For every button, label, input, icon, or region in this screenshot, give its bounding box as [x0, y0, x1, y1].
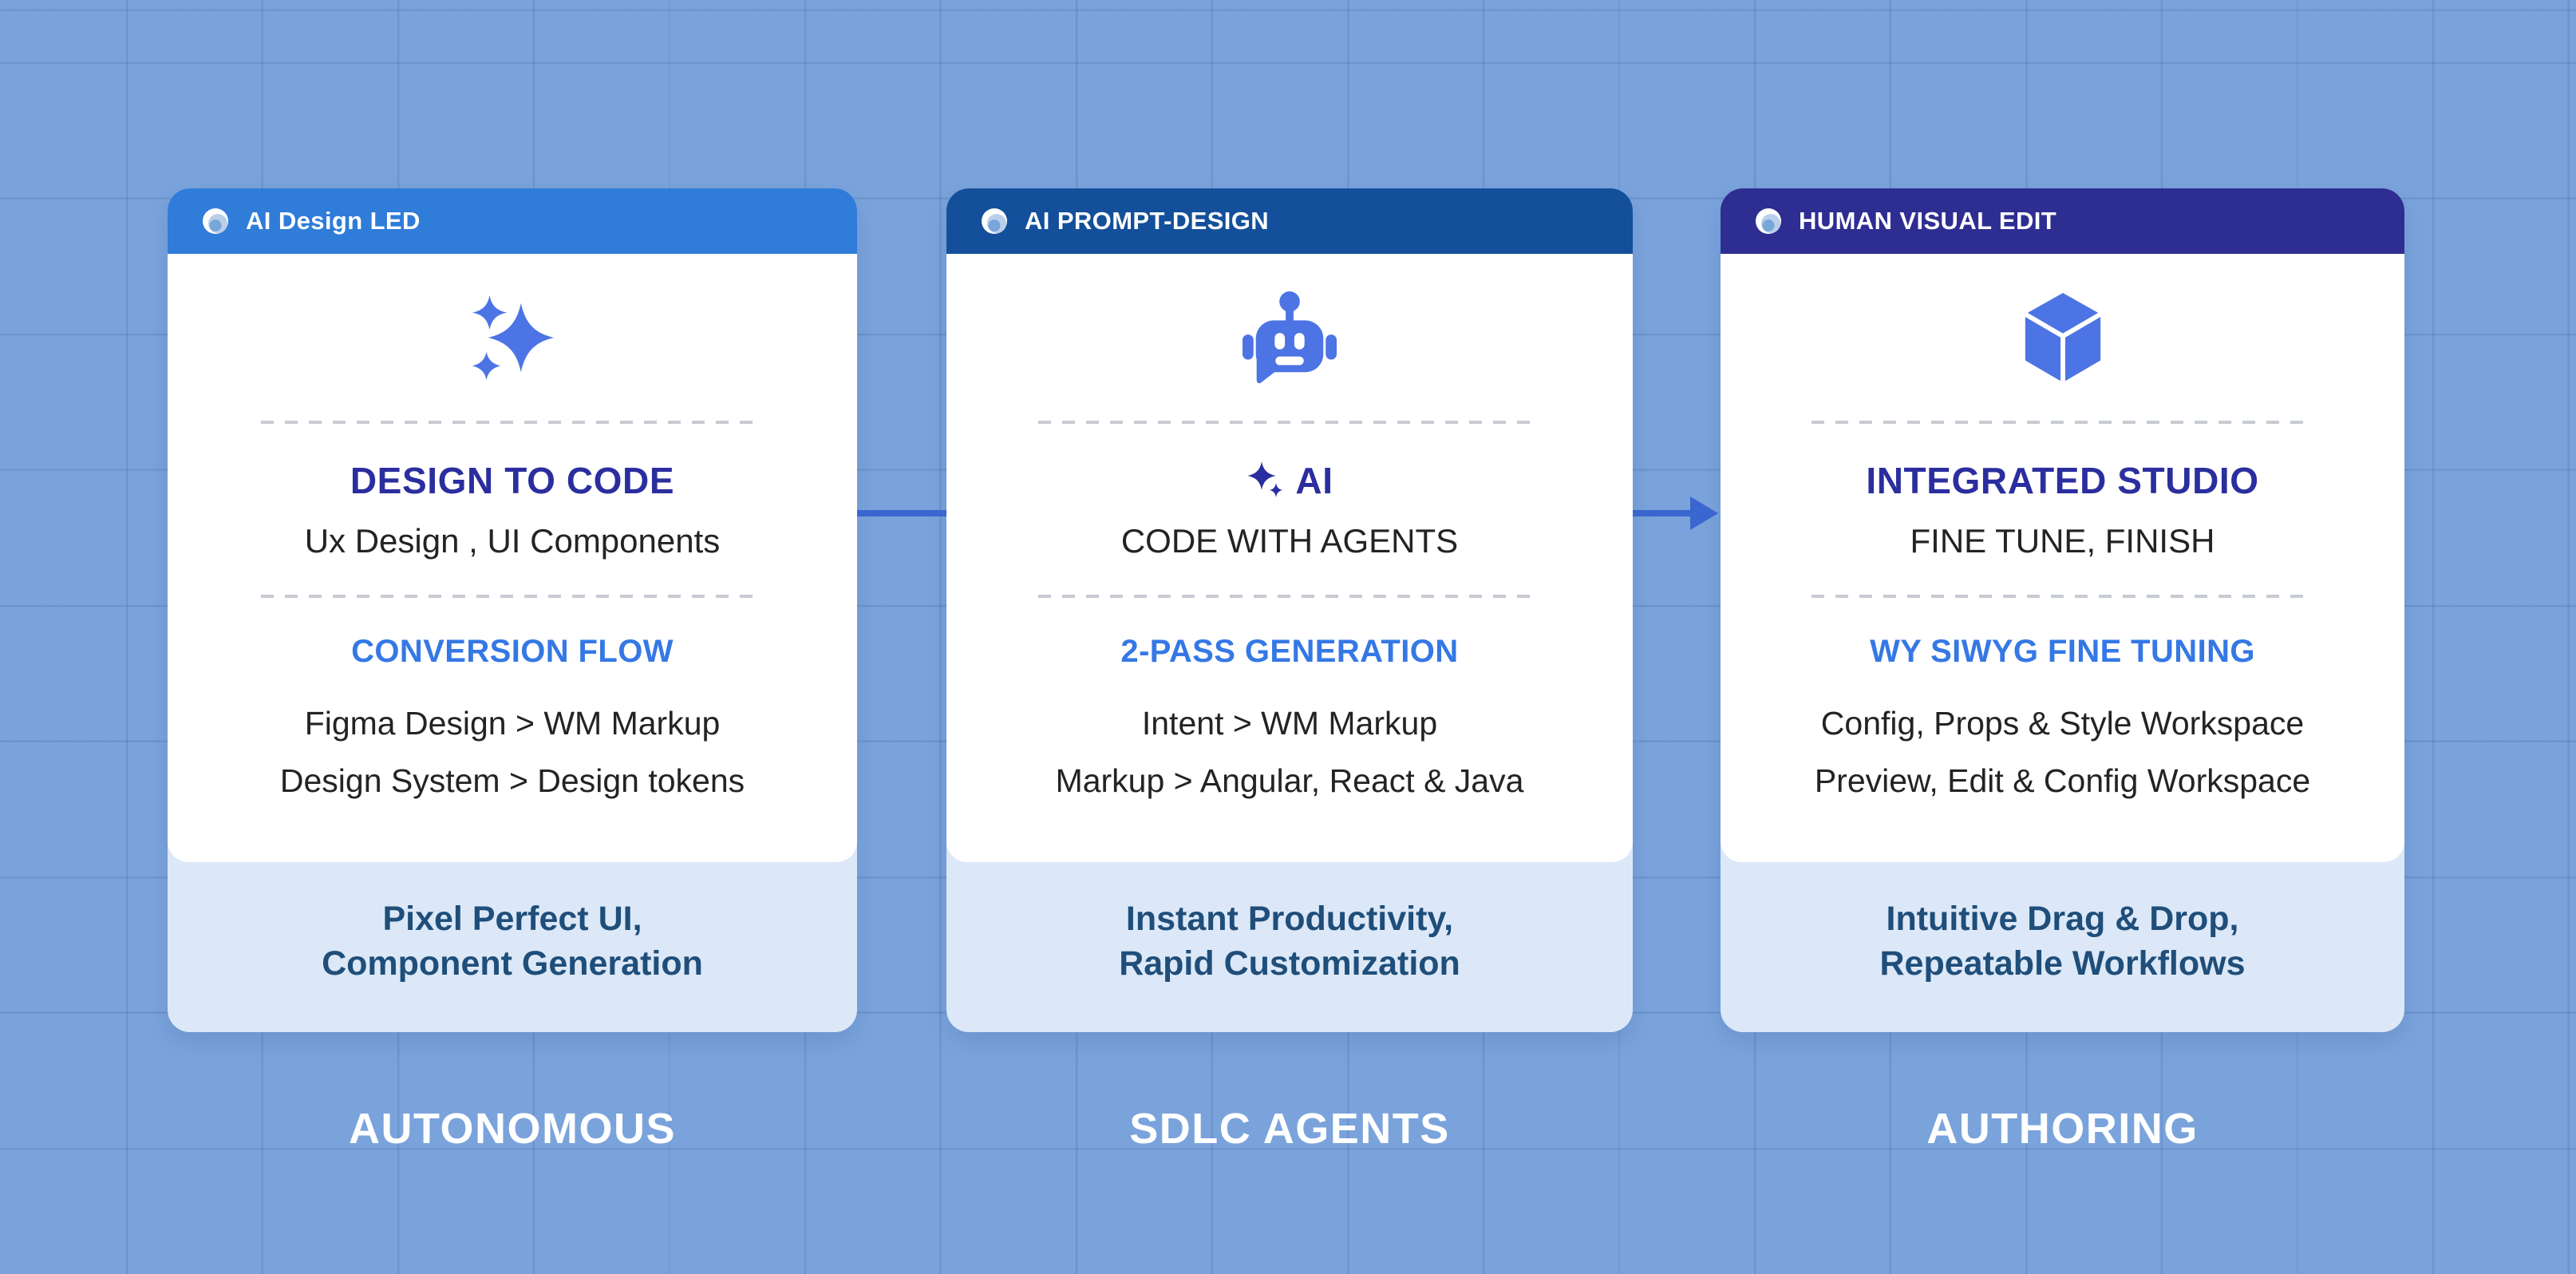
- card-title: AI: [946, 459, 1633, 502]
- card-header-title: HUMAN VISUAL EDIT: [1799, 207, 2057, 235]
- section-label: WY SIWYG FINE TUNING: [1870, 634, 2255, 669]
- footer-line: Pixel Perfect UI,: [382, 899, 642, 938]
- card-footer: Intuitive Drag & Drop, Repeatable Workfl…: [1721, 856, 2404, 1026]
- card-autonomous: AI Design LED DESIGN TO CODE Ux Design ,…: [168, 188, 857, 1032]
- card-header: AI Design LED: [168, 188, 857, 254]
- connector-line: [857, 510, 946, 516]
- card-footer: Pixel Perfect UI, Component Generation: [168, 856, 857, 1026]
- dashed-divider: [1811, 421, 2314, 424]
- bottom-label: AUTONOMOUS: [348, 1105, 676, 1153]
- card-body: INTEGRATED STUDIO FINE TUNE, FINISH WY S…: [1721, 254, 2404, 862]
- flow-item: Markup > Angular, React & Java: [1055, 762, 1524, 799]
- cube-icon: [2023, 293, 2102, 382]
- card-body: DESIGN TO CODE Ux Design , UI Components…: [168, 254, 857, 862]
- dashed-divider: [261, 595, 764, 598]
- card-title: INTEGRATED STUDIO: [1866, 460, 2259, 501]
- bottom-label: AUTHORING: [1926, 1105, 2199, 1153]
- wave-logo-icon: [1756, 208, 1781, 234]
- footer-line: Intuitive Drag & Drop,: [1886, 899, 2239, 938]
- card-subtitle: FINE TUNE, FINISH: [1910, 522, 2215, 560]
- card-authoring: HUMAN VISUAL EDIT INTEGRATED STUDIO FINE…: [1721, 188, 2404, 1032]
- footer-line: Rapid Customization: [1119, 944, 1460, 983]
- wave-logo-icon: [203, 208, 228, 234]
- robot-icon: [1243, 291, 1337, 384]
- card-subtitle: CODE WITH AGENTS: [1120, 522, 1459, 560]
- card-subtitle: Ux Design , UI Components: [304, 522, 721, 560]
- flow-item: Preview, Edit & Config Workspace: [1814, 762, 2311, 799]
- card-sdlc-agents: AI PROMPT-DESIGN: [946, 188, 1633, 1032]
- connector-line: [1633, 510, 1693, 516]
- section-label: 2-PASS GENERATION: [1120, 634, 1459, 669]
- flow-item: Design System > Design tokens: [279, 762, 745, 799]
- card-footer: Instant Productivity, Rapid Customizatio…: [946, 856, 1633, 1026]
- dashed-divider: [1038, 595, 1541, 598]
- bottom-label: SDLC AGENTS: [1129, 1105, 1450, 1153]
- sparkle-icon: [1247, 461, 1284, 497]
- footer-line: Repeatable Workflows: [1879, 944, 2246, 983]
- card-header-title: AI Design LED: [246, 207, 421, 235]
- card-body: AI CODE WITH AGENTS 2-PASS GENERATION In…: [946, 254, 1633, 862]
- flow-item: Intent > WM Markup: [1141, 705, 1438, 742]
- section-label: CONVERSION FLOW: [351, 634, 674, 669]
- card-title: DESIGN TO CODE: [350, 460, 675, 501]
- footer-line: Component Generation: [322, 944, 703, 983]
- dashed-divider: [1811, 595, 2314, 598]
- sparkles-icon: [472, 295, 555, 381]
- dashed-divider: [261, 421, 764, 424]
- card-header-title: AI PROMPT-DESIGN: [1025, 207, 1270, 235]
- arrowhead-icon: [1690, 497, 1718, 530]
- wave-logo-icon: [982, 208, 1007, 234]
- card-header: AI PROMPT-DESIGN: [946, 188, 1633, 254]
- flow-item: Figma Design > WM Markup: [304, 705, 721, 742]
- flow-item: Config, Props & Style Workspace: [1820, 705, 2305, 742]
- footer-line: Instant Productivity,: [1125, 899, 1454, 938]
- dashed-divider: [1038, 421, 1541, 424]
- card-header: HUMAN VISUAL EDIT: [1721, 188, 2404, 254]
